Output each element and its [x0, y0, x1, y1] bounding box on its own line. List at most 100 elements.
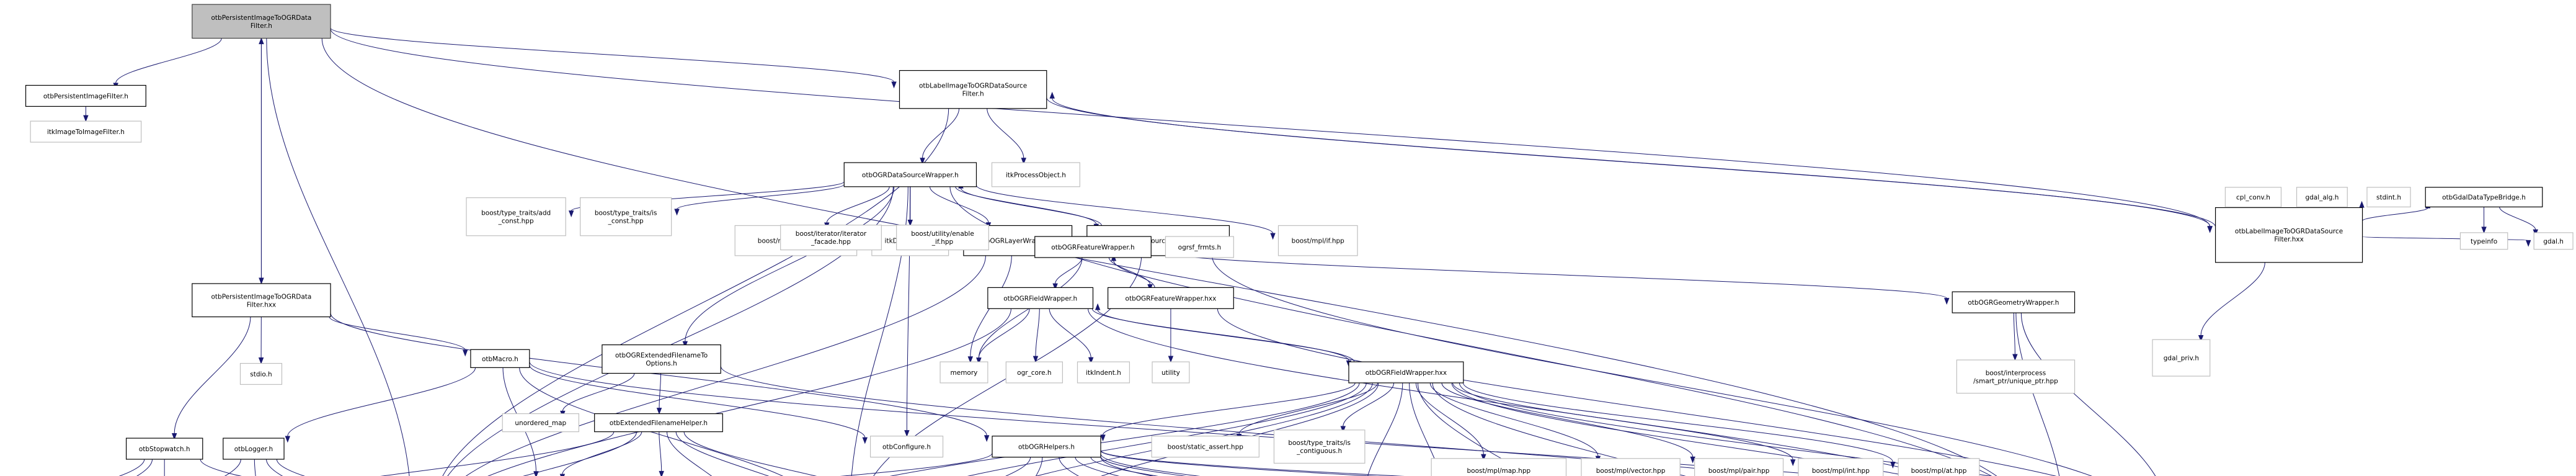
- node-label-line: otbOGRFeatureWrapper.hxx: [1126, 295, 1217, 302]
- edge-fldw_hxx-to-mplpair: [1441, 382, 1695, 464]
- node-box: [466, 197, 566, 236]
- edge-line: [466, 255, 986, 476]
- arrowhead-icon: [1340, 426, 1346, 433]
- edge-dsw_hxx-to-dsw_h: [958, 181, 1102, 226]
- node-label-line: gdal_alg.h: [2305, 194, 2338, 202]
- edge-line: [1103, 382, 1356, 436]
- node-fw_h[interactable]: otbOGRFeatureWrapper.h: [1034, 236, 1152, 258]
- node-box: [1694, 458, 1784, 476]
- arrowhead-icon: [259, 37, 264, 45]
- edge-line: [685, 186, 895, 342]
- edge-stopw-to-iosfwd: [136, 459, 153, 476]
- edge-ogrh-to-gdalae: [1100, 450, 1378, 476]
- edge-efo-to-efh: [656, 373, 662, 415]
- node-label-line: otbOGRExtendedFilenameTo: [615, 352, 708, 359]
- edge-fldw_h-to-gdalae: [1088, 308, 1939, 476]
- node-isc: boost/type_traits/is_const.hpp: [580, 197, 672, 236]
- edge-efh-to-vector: [683, 431, 817, 476]
- edge-line: [1035, 308, 1040, 357]
- node-box: [992, 436, 1101, 458]
- arrowhead-icon: [1943, 298, 1950, 305]
- arrowhead-icon: [984, 435, 990, 442]
- node-itkPO: itkProcessObject.h: [991, 162, 1080, 187]
- node-box: [125, 438, 203, 460]
- arrowhead-icon: [659, 470, 664, 476]
- arrowhead-icon: [1033, 356, 1039, 363]
- node-stopw[interactable]: otbStopwatch.h: [125, 438, 203, 460]
- node-box: [1034, 236, 1152, 258]
- edge-lab_h-to-itkPO: [987, 108, 1026, 165]
- node-macro[interactable]: otbMacro.h: [470, 349, 530, 368]
- node-label-line: utility: [1161, 369, 1180, 377]
- node-box: [987, 287, 1094, 309]
- node-label-line: otbOGRDataSourceWrapper.h: [862, 171, 959, 179]
- edge-fw_h-to-fldw_h: [1052, 257, 1083, 290]
- edge-line: [960, 187, 1102, 226]
- edge-line: [1343, 382, 1395, 427]
- edge-line: [200, 459, 242, 476]
- node-box: [1077, 361, 1130, 384]
- arrowhead-icon: [568, 210, 574, 218]
- node-box: [1273, 429, 1366, 464]
- edge-line: [1075, 457, 1120, 476]
- arrowhead-icon: [1790, 459, 1796, 467]
- edge-fldw_hxx-to-mplat: [1463, 382, 1896, 469]
- edge-efh-to-itkOF: [666, 431, 713, 476]
- edge-line: [975, 185, 1274, 234]
- edge-line: [1367, 382, 1403, 476]
- node-label-line: itkImageToImageFilter.h: [47, 128, 125, 136]
- edge-line: [1238, 382, 1379, 434]
- node-label-line: gdal_priv.h: [2164, 355, 2199, 362]
- node-fw_hxx[interactable]: otbOGRFeatureWrapper.hxx: [1108, 287, 1234, 309]
- edge-macro-to-itkMacro: [519, 367, 783, 476]
- node-label-line: Filter.hxx: [2274, 236, 2303, 243]
- arrowhead-icon: [1095, 303, 1101, 310]
- node-pif[interactable]: otbPersistentImageFilter.h: [25, 84, 146, 107]
- edge-lab_hxx-to-stdint: [2359, 200, 2365, 209]
- arrowhead-icon: [2481, 227, 2487, 234]
- node-box: [991, 162, 1080, 187]
- node-ogrh[interactable]: otbOGRHelpers.h: [992, 436, 1101, 458]
- node-dsw_h[interactable]: otbOGRDataSourceWrapper.h: [843, 162, 977, 187]
- node-uniq: boost/interprocess/smart_ptr/unique_ptr.…: [1956, 359, 2076, 394]
- edge-line: [224, 459, 241, 476]
- edge-line: [1059, 457, 1079, 476]
- edge-line: [1415, 382, 1484, 455]
- node-label-line: boost/mpl/map.hpp: [1467, 467, 1531, 475]
- node-label-line: itkProcessObject.h: [1006, 171, 1066, 179]
- edge-line: [1452, 382, 1793, 460]
- node-gdtb[interactable]: otbGdalDataTypeBridge.h: [2425, 187, 2543, 208]
- node-label-line: otbLabelImageToOGRDataSource: [919, 83, 1027, 90]
- edge-line: [266, 38, 410, 476]
- node-box: [1165, 236, 1234, 258]
- node-label-line: boost/type_traits/is: [1288, 439, 1351, 447]
- edge-dsw_hxx-to-cassert: [1212, 255, 2092, 476]
- node-fldw_hxx[interactable]: otbOGRFieldWrapper.hxx: [1348, 361, 1464, 384]
- node-box: [1581, 458, 1681, 476]
- edge-line: [321, 38, 1997, 476]
- node-itkInd: itkIndent.h: [1077, 361, 1130, 384]
- node-stdint: stdint.h: [2366, 187, 2411, 208]
- node-geow[interactable]: otbOGRGeometryWrapper.h: [1952, 291, 2076, 313]
- edge-dsw_h-to-isc: [674, 184, 845, 216]
- node-label-line: Filter.h: [251, 22, 272, 30]
- edge-lab_hxx-to-gdal: [2362, 236, 2531, 247]
- edge-ogrh-to-rsize: [1035, 457, 1043, 476]
- edge-fw_hxx-to-utility: [1168, 308, 1174, 363]
- edge-line: [1088, 308, 1939, 476]
- node-ogrcore: ogr_core.h: [1005, 361, 1063, 384]
- arrowhead-icon: [258, 357, 264, 364]
- node-fldw_h[interactable]: otbOGRFieldWrapper.h: [987, 287, 1094, 309]
- node-logger[interactable]: otbLogger.h: [223, 438, 285, 460]
- node-label-line: otbLogger.h: [234, 446, 273, 453]
- node-label-line: boost/type_traits/is: [595, 210, 657, 217]
- node-efh[interactable]: otbExtendedFilenameHelper.h: [594, 413, 723, 433]
- edge-line: [115, 38, 222, 84]
- edge-line: [562, 431, 642, 475]
